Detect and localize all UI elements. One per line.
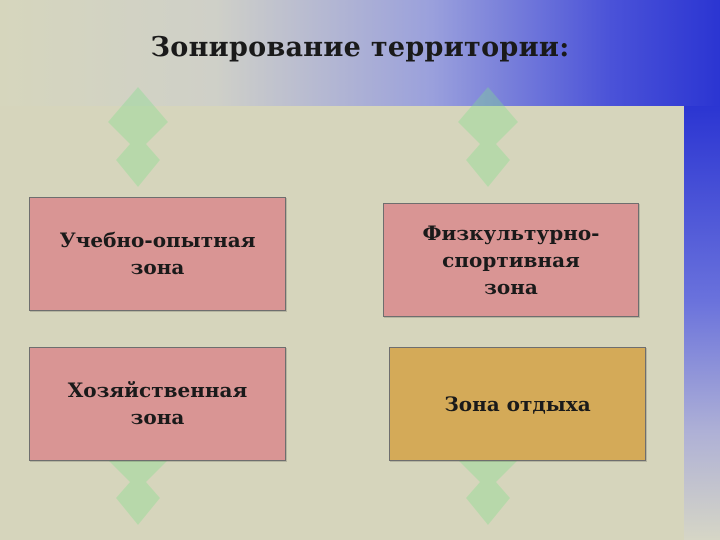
- zone-box-utility: Хозяйственная зона: [29, 347, 286, 461]
- zone-label-line: Физкультурно-: [422, 220, 600, 245]
- slide-title: Зонирование территории:: [150, 32, 570, 63]
- zone-box-recreation: Зона отдыха: [389, 347, 646, 461]
- header-band: [0, 0, 720, 106]
- zone-label-line: спортивная: [442, 247, 580, 272]
- zone-label-line: зона: [130, 255, 185, 279]
- right-accent-band: [684, 106, 720, 540]
- zone-label-line: зона: [484, 274, 538, 299]
- zone-label-line: Учебно-опытная: [59, 228, 256, 252]
- left-margin: [0, 106, 42, 540]
- content-area: [42, 106, 684, 540]
- zone-box-sports: Физкультурно- спортивная зона: [383, 203, 639, 317]
- zone-label-line: зона: [130, 405, 185, 429]
- zone-box-educational: Учебно-опытная зона: [29, 197, 286, 311]
- watermark-logo-icon: [108, 87, 168, 187]
- zone-label-line: Хозяйственная: [67, 378, 248, 402]
- watermark-logo-icon: [458, 87, 518, 187]
- zone-label-line: Зона отдыха: [444, 391, 591, 416]
